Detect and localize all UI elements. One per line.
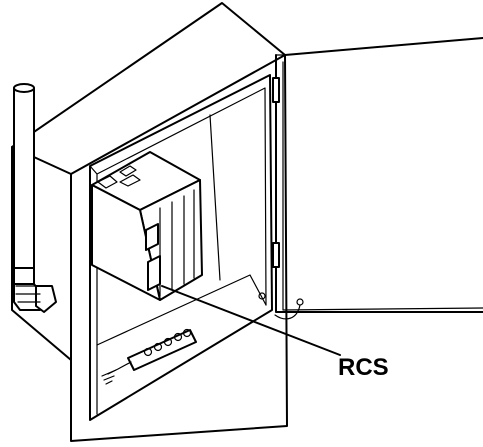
rcs-leader-line: [161, 285, 341, 356]
terminal-block: [127, 328, 197, 371]
rcs-controller-module: [91, 151, 203, 301]
cabinet-door: [258, 37, 483, 320]
ground-symbol: [101, 361, 132, 385]
cabinet-enclosure: [11, 2, 288, 442]
antenna-mast: [13, 83, 57, 313]
rcs-label: RCS: [338, 354, 389, 381]
